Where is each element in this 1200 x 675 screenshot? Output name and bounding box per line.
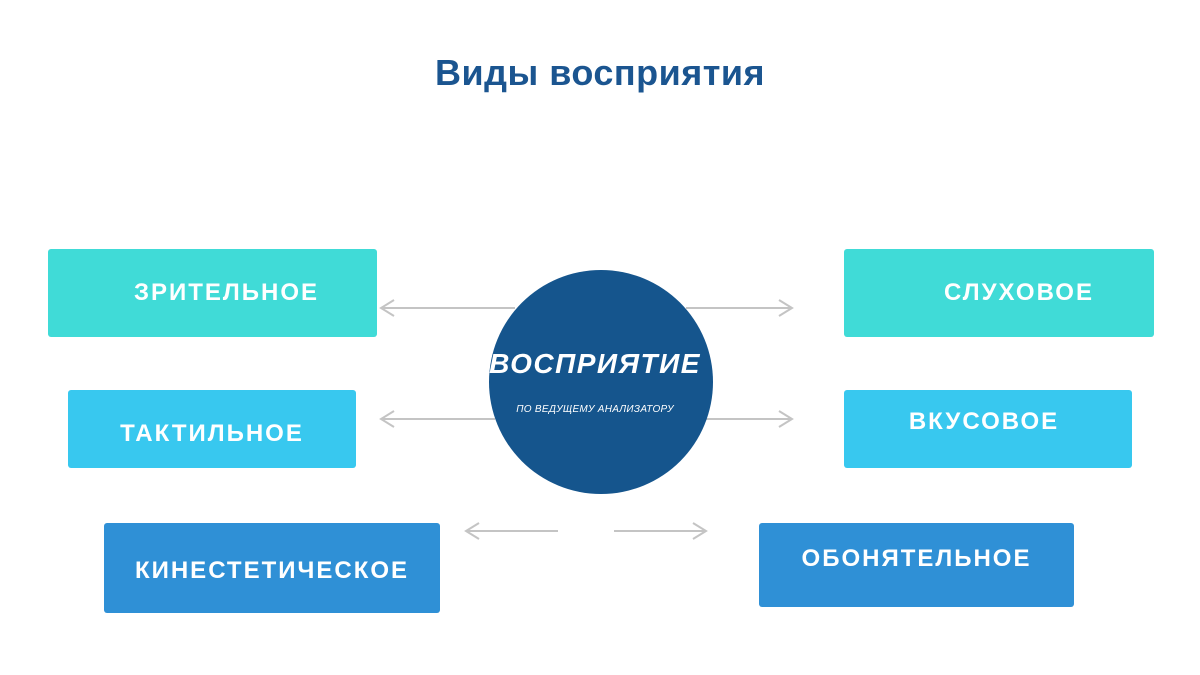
arrow-to-tactile <box>379 410 495 428</box>
arrow-to-gustatory <box>706 410 794 428</box>
node-label: КИНЕСТЕТИЧЕСКОЕ <box>134 557 410 584</box>
arrow-to-olfactory <box>614 522 708 540</box>
node-visual: ЗРИТЕЛЬНОЕ <box>48 249 377 337</box>
node-gustatory: ВКУСОВОЕ <box>844 390 1132 468</box>
center-sublabel: ПО ВЕДУЩЕМУ АНАЛИЗАТОРУ <box>516 404 674 415</box>
node-kinesthetic: КИНЕСТЕТИЧЕСКОЕ <box>104 523 440 613</box>
node-label: ЗРИТЕЛЬНОЕ <box>133 279 320 306</box>
node-olfactory: ОБОНЯТЕЛЬНОЕ <box>759 523 1074 607</box>
page-title: Виды восприятия <box>434 52 766 93</box>
center-circle <box>489 270 713 494</box>
node-label: ВКУСОВОЕ <box>908 408 1060 435</box>
arrow-to-auditory <box>686 299 794 317</box>
node-label: СЛУХОВОЕ <box>944 279 1094 306</box>
center-label: ВОСПРИЯТИЕ <box>489 348 701 379</box>
arrow-to-visual <box>379 299 515 317</box>
node-auditory: СЛУХОВОЕ <box>844 249 1154 337</box>
node-label: ТАКТИЛЬНОЕ <box>120 420 304 447</box>
node-tactile: ТАКТИЛЬНОЕ <box>68 390 356 468</box>
node-label: ОБОНЯТЕЛЬНОЕ <box>801 545 1032 572</box>
arrow-to-kinesthetic <box>464 522 558 540</box>
